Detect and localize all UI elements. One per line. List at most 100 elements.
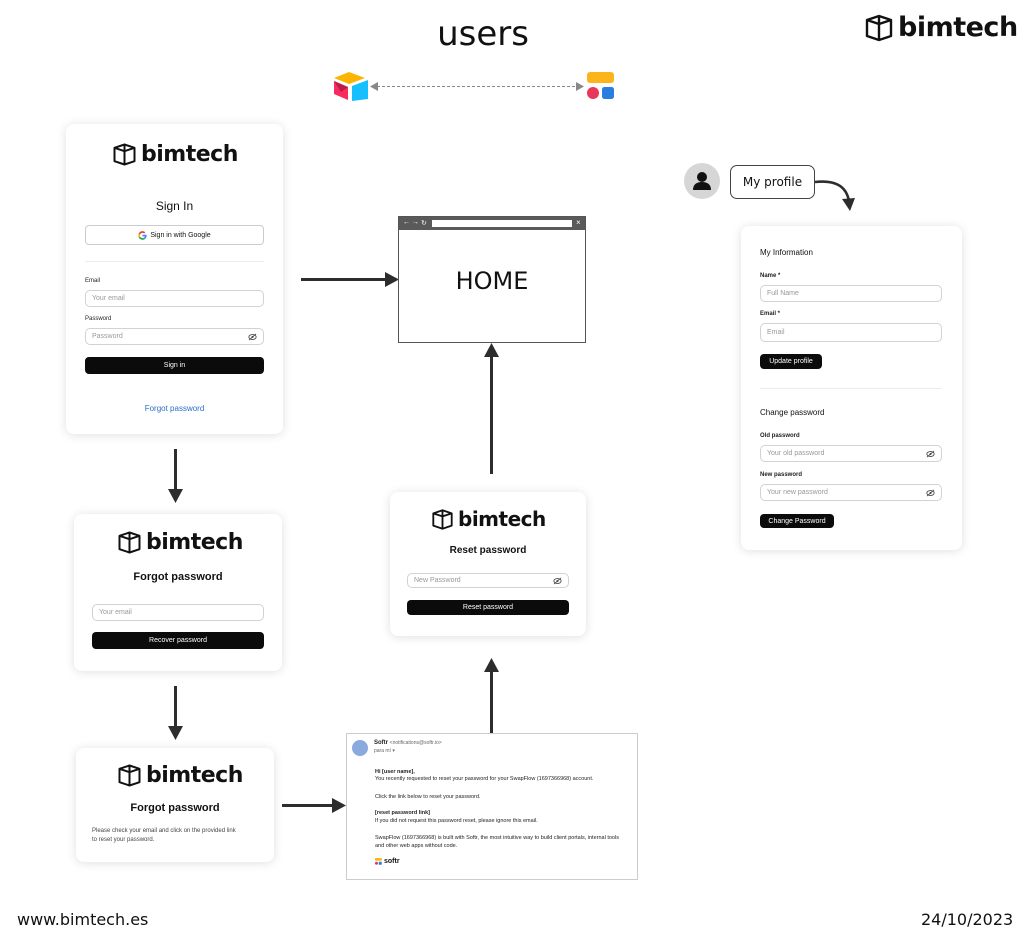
signin-title: Sign In xyxy=(155,199,194,213)
home-browser-window: ← → ↻ × HOME xyxy=(398,216,586,343)
sync-arrow-left-icon xyxy=(370,82,378,91)
google-signin-button[interactable]: Sign in with Google xyxy=(85,225,264,245)
arrowhead-down-icon xyxy=(168,489,183,503)
email-line-5: and other web apps without code. xyxy=(375,843,458,849)
bimtech-logo-icon xyxy=(865,14,893,41)
arrowhead-up-icon xyxy=(484,658,499,672)
sync-connector xyxy=(372,86,580,87)
profile-new-password-input[interactable]: Your new password xyxy=(760,484,942,501)
brand-name: bimtech xyxy=(898,12,1018,43)
signin-logo: bimtech xyxy=(112,142,238,167)
my-profile-button[interactable]: My profile xyxy=(730,165,815,199)
airtable-logo-icon xyxy=(334,72,368,101)
arrow-profile-to-form xyxy=(814,180,855,211)
email-sender-address: <notifications@softr.io> xyxy=(389,740,442,746)
email-greeting: Hi [user name], xyxy=(375,769,415,775)
email-sender: Softr <notifications@softr.io> xyxy=(374,740,442,747)
avatar[interactable] xyxy=(684,163,720,199)
softr-logo-icon xyxy=(375,858,382,865)
update-profile-button[interactable]: Update profile xyxy=(760,354,822,369)
arrowhead-right-icon xyxy=(385,272,399,287)
eye-off-icon[interactable] xyxy=(926,450,935,457)
signin-button[interactable]: Sign in xyxy=(85,357,264,374)
email-recipient: para mí ▾ xyxy=(374,748,395,754)
reset-brand: bimtech xyxy=(458,507,546,531)
bimtech-logo-icon xyxy=(118,531,141,554)
signin-email-input[interactable]: Your email xyxy=(85,290,264,307)
forgot-sent-title: Forgot password xyxy=(130,802,220,814)
name-label: Name * xyxy=(760,273,781,279)
forgot-sent-logo: bimtech xyxy=(117,763,243,788)
browser-close-icon: × xyxy=(576,218,581,227)
google-signin-label: Sign in with Google xyxy=(150,231,211,239)
profile-email-input[interactable]: Email xyxy=(760,323,942,342)
diagram-title: users xyxy=(437,14,529,54)
reset-logo: bimtech xyxy=(431,507,546,531)
arrow-reset-to-home xyxy=(490,354,493,474)
browser-address-bar xyxy=(432,220,572,227)
google-icon xyxy=(138,230,147,240)
recover-password-button[interactable]: Recover password xyxy=(92,632,264,649)
browser-forward-icon: → xyxy=(412,219,419,226)
forgot-logo: bimtech xyxy=(117,530,243,555)
signin-brand: bimtech xyxy=(141,142,238,167)
eye-off-icon[interactable] xyxy=(248,333,257,340)
signin-password-input[interactable]: Password xyxy=(85,328,264,345)
softr-logo-icon xyxy=(587,72,614,99)
reset-password-button[interactable]: Reset password xyxy=(407,600,569,615)
email-reset-link[interactable]: [reset password link] xyxy=(375,810,431,816)
forgot-email-input[interactable]: Your email xyxy=(92,604,264,621)
email-footer-brand: softr xyxy=(375,858,400,865)
change-password-title: Change password xyxy=(760,408,825,417)
forgot-sent-message-1: Please check your email and click on the… xyxy=(92,828,236,834)
brand-logo: bimtech xyxy=(864,12,1018,43)
password-label: Password xyxy=(85,316,112,322)
forgot-brand: bimtech xyxy=(146,530,243,555)
arrowhead-right-icon xyxy=(332,798,346,813)
email-recipient-label: para mí xyxy=(374,748,391,754)
email-line-3: If you did not request this password res… xyxy=(375,818,538,824)
arrow-signin-to-forgot xyxy=(174,449,177,493)
email-label: Email xyxy=(85,278,101,284)
browser-titlebar: ← → ↻ × xyxy=(399,217,585,230)
divider xyxy=(760,388,942,389)
eye-off-icon[interactable] xyxy=(553,577,562,584)
arrowhead-up-icon xyxy=(484,343,499,357)
change-password-button[interactable]: Change Password xyxy=(760,514,834,528)
new-password-label: New password xyxy=(760,472,803,478)
email-line-1: You recently requested to reset your pas… xyxy=(375,776,594,782)
reset-card: bimtech Reset password New Password Rese… xyxy=(390,492,586,636)
forgot-card: bimtech Forgot password Your email Recov… xyxy=(74,514,282,671)
arrow-sent-to-email xyxy=(282,804,334,807)
sync-arrow-right-icon xyxy=(576,82,584,91)
profile-new-password-placeholder: Your new password xyxy=(767,489,828,496)
bimtech-logo-icon xyxy=(118,764,141,787)
signin-password-placeholder: Password xyxy=(92,333,123,340)
old-password-placeholder: Your old password xyxy=(767,450,825,457)
arrow-signin-to-home xyxy=(301,278,389,281)
footer-date: 24/10/2023 xyxy=(921,910,1014,929)
sender-avatar xyxy=(352,740,368,756)
arrowhead-down-icon xyxy=(168,726,183,740)
email-footer-brand-name: softr xyxy=(384,858,400,865)
profile-card: My Information Name * Full Name Email * … xyxy=(741,226,962,550)
email-line-4: SwapFlow (1697366968) is built with Soft… xyxy=(375,835,619,841)
signin-card: bimtech Sign In Sign in with Google Emai… xyxy=(66,124,283,434)
eye-off-icon[interactable] xyxy=(926,489,935,496)
forgot-sent-card: bimtech Forgot password Please check you… xyxy=(76,748,274,862)
arrow-email-to-reset xyxy=(490,670,493,733)
forgot-sent-brand: bimtech xyxy=(146,763,243,788)
new-password-input[interactable]: New Password xyxy=(407,573,569,588)
email-line-2: Click the link below to reset your passw… xyxy=(375,794,481,800)
old-password-input[interactable]: Your old password xyxy=(760,445,942,462)
email-sender-name: Softr xyxy=(374,740,388,746)
arrow-forgot-to-sent xyxy=(174,686,177,728)
my-information-title: My Information xyxy=(760,248,813,257)
reset-email-preview: Softr <notifications@softr.io> para mí ▾… xyxy=(346,733,638,880)
reset-title: Reset password xyxy=(449,545,527,556)
bimtech-logo-icon xyxy=(432,508,453,530)
full-name-input[interactable]: Full Name xyxy=(760,285,942,302)
browser-back-icon: ← xyxy=(403,219,410,226)
new-password-placeholder: New Password xyxy=(414,577,461,584)
forgot-password-link[interactable]: Forgot password xyxy=(144,404,205,413)
